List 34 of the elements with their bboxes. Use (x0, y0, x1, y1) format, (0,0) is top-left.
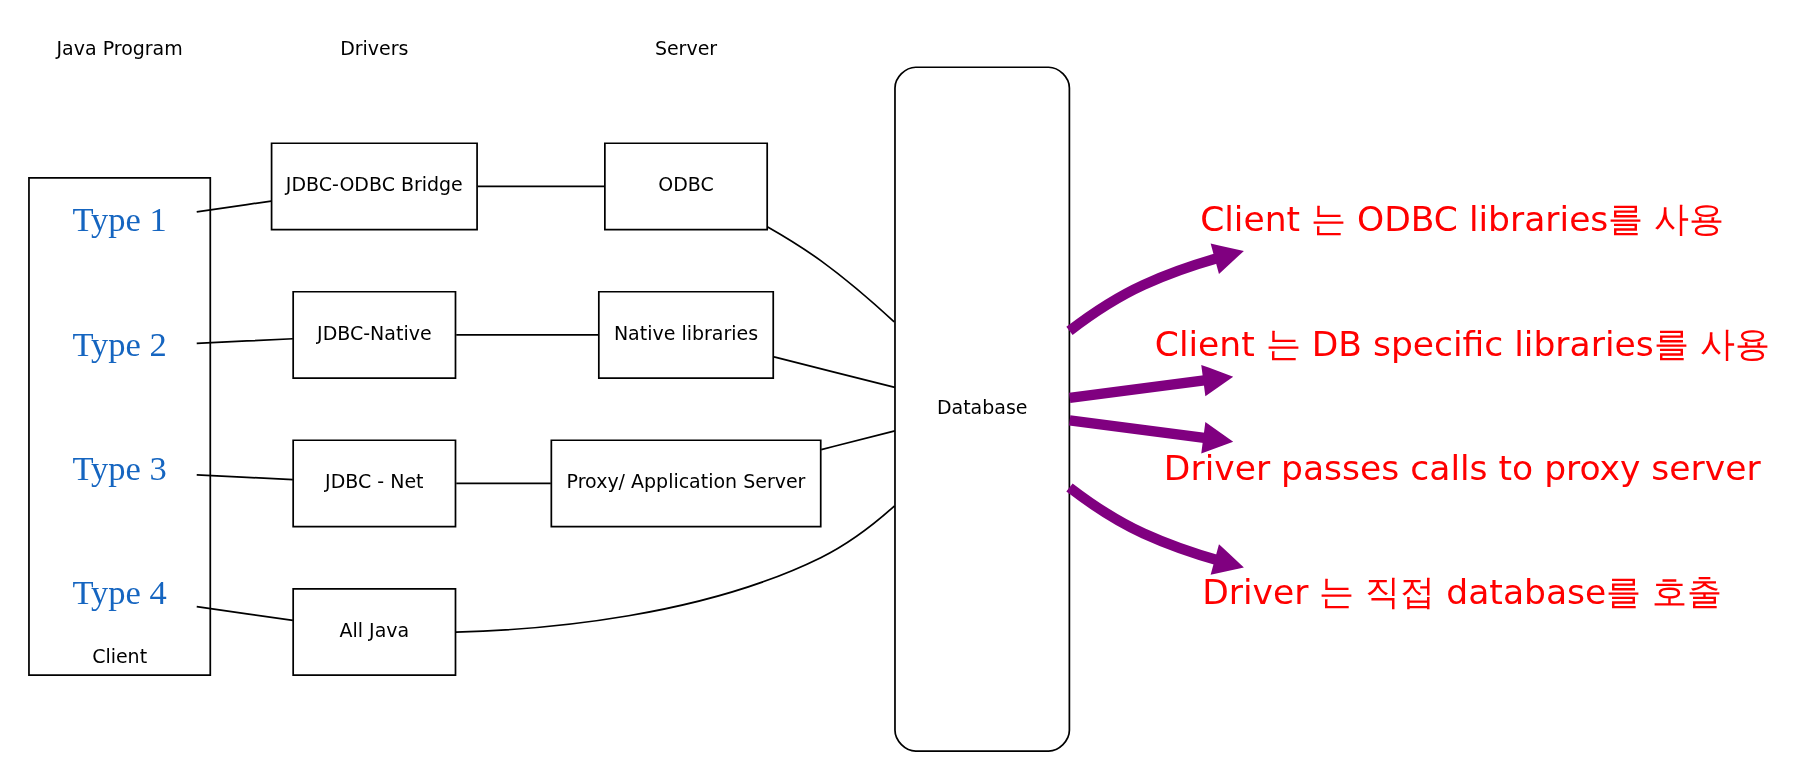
node-text: Client 는 ODBC libraries를 사용 (1200, 199, 1725, 240)
node-box: JDBC - Net (292, 439, 457, 528)
node-text: Type 4 (72, 573, 167, 612)
connector (195, 474, 294, 481)
node-box: Database (894, 66, 1071, 752)
connector (773, 355, 896, 389)
node-box: All Java (292, 587, 457, 676)
node-text: Type 3 (72, 448, 167, 487)
node-box: JDBC-ODBC Bridge (270, 142, 478, 231)
connector (195, 337, 294, 345)
connector (455, 334, 600, 336)
arrow (1069, 364, 1234, 404)
node-text: Client 는 DB specific libraries를 사용 (1154, 323, 1770, 364)
label: Drivers (340, 36, 409, 59)
connector (820, 430, 896, 451)
node-box: ODBC (604, 142, 769, 231)
node-box: Proxy/ Application Server (550, 439, 822, 528)
node-text: Driver passes calls to proxy server (1163, 447, 1761, 488)
connector (454, 504, 896, 634)
node-text: Driver 는 직접 database를 호출 (1202, 572, 1723, 613)
arrow (1069, 415, 1234, 454)
node-box: Native libraries (597, 290, 775, 379)
label: Java Program (56, 36, 183, 59)
connector (195, 605, 294, 622)
label: Server (654, 36, 718, 59)
connector (195, 200, 273, 213)
node-text: Type 2 (72, 324, 167, 363)
connector (766, 226, 896, 323)
arrow (1066, 243, 1244, 335)
node-box: JDBC-Native (292, 290, 457, 379)
node-text: Type 1 (72, 200, 167, 239)
connector (476, 185, 606, 188)
arrow (1066, 483, 1244, 575)
connector (455, 482, 552, 485)
